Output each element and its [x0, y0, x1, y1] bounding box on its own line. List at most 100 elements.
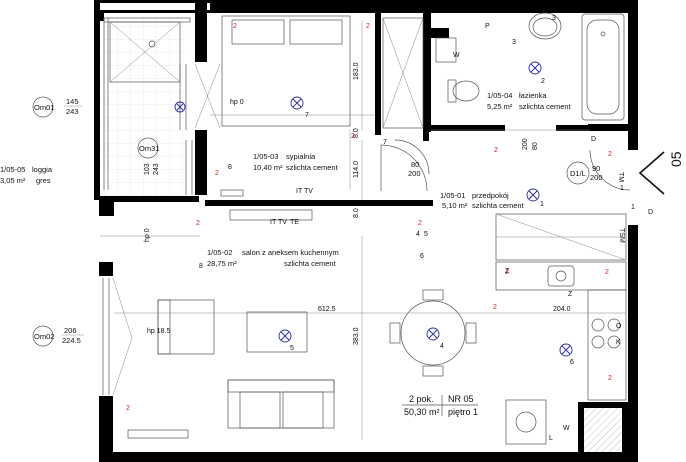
socket-type-label: TV	[304, 188, 313, 195]
light-number: 1	[540, 201, 544, 208]
device-label: TSM	[618, 228, 625, 243]
window-om02	[102, 277, 133, 396]
switch-number: 5	[424, 231, 428, 238]
room-code: 1/05-04	[487, 91, 512, 100]
sockets: 2 2 2 2 2 2 2 2 2 2 2 2 2 3 3	[126, 15, 612, 412]
device-label: D	[591, 136, 596, 143]
socket-type-label: TE	[290, 219, 299, 226]
light-number: 1	[631, 204, 635, 211]
wardrobe	[382, 17, 424, 129]
room-floor: szlichta cement	[284, 259, 337, 268]
ceiling-light	[278, 329, 292, 343]
kitchen-counter	[495, 261, 627, 445]
bed	[221, 15, 351, 127]
socket-label: 2	[608, 151, 612, 158]
room-name: loggia	[32, 165, 53, 174]
opening-hall-door: 80 200	[408, 160, 421, 178]
opening-height: 224.5	[62, 336, 81, 345]
light-number: 5	[290, 345, 294, 352]
socket-label: 2	[605, 269, 609, 276]
socket-type-label: IT	[296, 188, 303, 195]
room-area: 28,75 m²	[207, 259, 237, 268]
bathtub	[581, 13, 625, 121]
socket-label: 3	[552, 15, 556, 22]
device-label: W	[563, 425, 570, 432]
opening-width: 90	[592, 164, 600, 173]
apartment-marker: 05	[638, 151, 684, 195]
armchair	[157, 299, 215, 355]
apartment-number-marker: 05	[668, 151, 684, 167]
room-floor: gres	[36, 176, 51, 185]
switch-number: 7	[383, 139, 387, 146]
dimension: 612.5	[318, 306, 336, 313]
room-name: łazienka	[519, 91, 547, 100]
apartment-floor: piętro 1	[448, 407, 478, 417]
opening-height: 200	[590, 173, 603, 182]
opening-width: 80	[411, 160, 419, 169]
devices: W P D D Z Z O K L L W TM TSM	[453, 23, 653, 442]
room-code: 1/05-05	[0, 165, 25, 174]
washing-machine	[435, 37, 457, 63]
socket-label: 2	[418, 220, 422, 227]
window-om01	[179, 63, 221, 130]
device-label: L	[580, 435, 584, 442]
bedroom-desk	[220, 189, 244, 197]
socket-label: 2	[493, 304, 497, 311]
switch-number: 8	[199, 263, 203, 270]
opening-height: 243	[66, 107, 79, 116]
opening-label: Om01	[34, 103, 54, 112]
ceiling-light	[426, 327, 440, 341]
dimension: 200	[522, 138, 529, 150]
room-code: 1/05-01	[440, 191, 465, 200]
rooms-count: 2 pok.	[409, 394, 434, 404]
switch-number: 4	[416, 231, 420, 238]
room-area: 10,40 m²	[253, 163, 283, 172]
socket-label: 2	[494, 147, 498, 154]
opening-height: 200	[408, 169, 421, 178]
toilet	[447, 79, 480, 103]
ceiling-light	[528, 61, 542, 75]
wall-light	[174, 101, 186, 113]
room-floor: szlichta cement	[519, 102, 572, 111]
opening-width: 206	[64, 326, 77, 335]
height-marks: hp 0 hp 0 hp 18.5	[144, 99, 244, 335]
loggia-floor	[97, 18, 187, 196]
room-area: 3,05 m²	[0, 176, 26, 185]
room-label-living: 1/05-02 salon z aneksem kuchennym 28,75 …	[207, 248, 339, 268]
device-label: P	[485, 23, 490, 30]
dimension: 383.0	[353, 327, 360, 345]
room-code: 1/05-02	[207, 248, 232, 257]
opening-markers: Om01 145 243 Om02 206 224.5 Om31 103 243…	[32, 96, 603, 347]
socket-label: 2	[608, 375, 612, 382]
light-number: 2	[541, 78, 545, 85]
light-numbers: 7 2 1 4 5 6 1	[290, 78, 635, 366]
opening-label: Om02	[34, 332, 54, 341]
room-label-bedroom: 1/05-03 sypialnia 10,40 m² szlichta ceme…	[253, 152, 339, 172]
socket-label: 2	[505, 269, 509, 276]
light-number: 7	[305, 112, 309, 119]
walls	[94, 0, 638, 462]
ceiling-light	[526, 188, 540, 202]
room-name: salon z aneksem kuchennym	[242, 248, 339, 257]
switch-number: 8	[228, 164, 232, 171]
loggia-window	[103, 17, 191, 190]
device-label: L	[549, 435, 553, 442]
height-mark: hp 18.5	[147, 328, 170, 335]
coffee-table	[246, 311, 308, 353]
device-label: Z	[568, 291, 573, 298]
room-code: 1/05-03	[253, 152, 278, 161]
dimension: 8.0	[353, 208, 360, 218]
device-label: W	[453, 52, 460, 59]
dimension: 204.0	[553, 306, 571, 313]
opening-om02: Om02 206 224.5	[32, 325, 84, 347]
room-label-bathroom: 1/05-04 łazienka 5,25 m² szlichta cement	[487, 91, 572, 111]
switch-number: 1	[620, 185, 624, 192]
device-label: K	[616, 339, 621, 346]
device-label: D	[648, 209, 653, 216]
dimension: 80	[532, 142, 539, 150]
shower	[109, 21, 181, 83]
dimension: 183.0	[353, 62, 360, 80]
device-label: O	[616, 323, 622, 330]
socket-type-labels: IT TV IT TV TE	[270, 188, 313, 226]
